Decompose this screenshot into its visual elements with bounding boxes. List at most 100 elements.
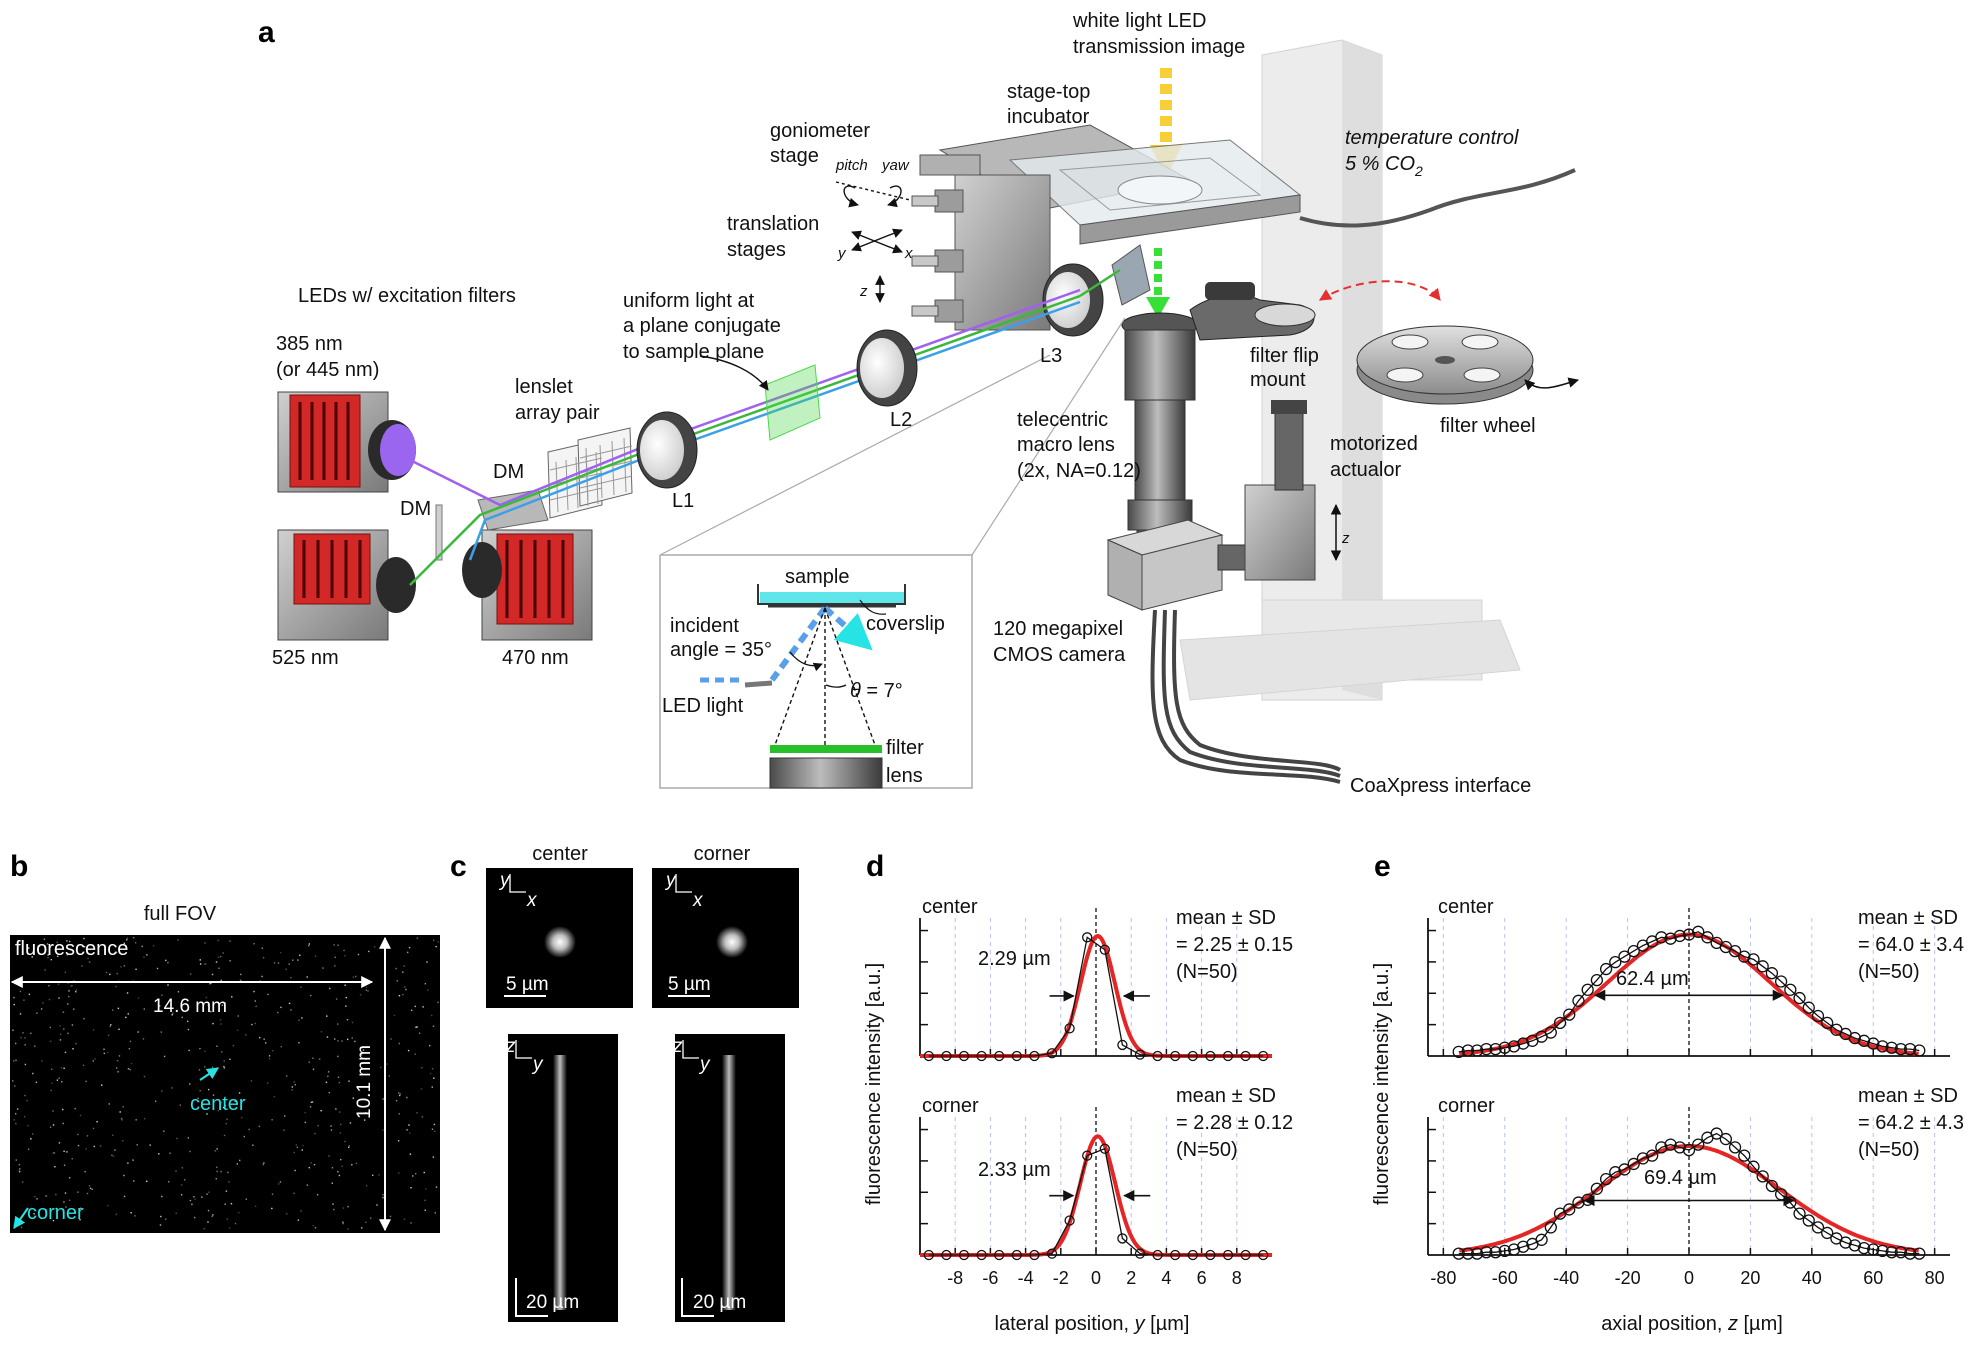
fov-speckle-dot	[187, 1020, 189, 1023]
fov-speckle-dot	[156, 967, 159, 970]
label-led470: 470 nm	[502, 647, 569, 669]
fov-speckle-dot	[122, 1140, 124, 1142]
fov-speckle-dot	[64, 1192, 67, 1194]
led-525	[277, 529, 416, 641]
fov-speckle-dot	[337, 1171, 339, 1173]
fov-speckle-dot	[193, 1195, 195, 1198]
fov-speckle-dot	[85, 1080, 87, 1083]
fov-speckle-dot	[116, 972, 118, 975]
e-center-plot	[1427, 908, 1950, 1059]
data-point	[1489, 1042, 1502, 1056]
fov-speckle-dot	[42, 1002, 44, 1004]
data-point	[994, 1050, 1005, 1062]
fov-speckle-dot	[41, 1060, 43, 1062]
fov-speckle-dot	[189, 1083, 191, 1085]
fov-speckle-dot	[74, 1107, 76, 1110]
fov-speckle-dot	[306, 976, 308, 978]
data-point	[1664, 932, 1677, 945]
fov-speckle-dot	[406, 951, 409, 954]
fov-speckle-dot	[245, 1034, 247, 1036]
data-point	[1618, 950, 1631, 963]
fov-speckle-dot	[318, 1058, 321, 1060]
fov-speckle-dot	[389, 1215, 392, 1218]
fov-speckle-dot	[136, 1144, 138, 1146]
fov-speckle-dot	[344, 1140, 346, 1143]
data-point	[1618, 1163, 1631, 1176]
data-point	[1627, 944, 1640, 958]
data-point	[1646, 1149, 1659, 1162]
label-incubator-1: stage-top	[1007, 81, 1090, 103]
fov-speckle-dot	[224, 1002, 226, 1004]
fov-speckle-dot	[75, 989, 78, 991]
data-point	[1099, 1143, 1110, 1154]
fov-speckle-dot	[352, 1097, 354, 1099]
fov-speckle-dot	[127, 1013, 129, 1015]
fov-speckle-dot	[393, 1014, 396, 1017]
fov-speckle-dot	[397, 1092, 400, 1094]
fov-speckle-dot	[107, 1205, 109, 1207]
data-point	[923, 1249, 934, 1261]
fov-speckle-dot	[215, 961, 218, 963]
fov-speckle-dot	[34, 1045, 36, 1047]
fov-speckle-dot	[347, 1146, 350, 1149]
led-385	[277, 391, 416, 493]
fov-speckle-dot	[218, 967, 220, 970]
fov-speckle-dot	[61, 1080, 63, 1083]
fov-speckle-dot	[15, 1122, 17, 1125]
fov-speckle-dot	[19, 990, 22, 993]
scale-bar-z-corner	[681, 1278, 714, 1317]
fov-speckle-dot	[224, 1104, 227, 1107]
fov-speckle-dot	[333, 1208, 335, 1211]
panel-d: d fluorescence intensity [a.u.] lateral …	[863, 850, 1293, 1335]
label-axis-z: z	[859, 283, 868, 300]
fov-speckle-dot	[367, 990, 369, 992]
fov-speckle-dot	[38, 945, 41, 947]
fov-speckle-dot	[429, 1072, 432, 1075]
fov-speckle-dot	[187, 1137, 190, 1139]
fov-speckle-dot	[416, 1026, 418, 1028]
data-point	[1673, 929, 1686, 943]
fov-speckle-dot	[280, 1006, 282, 1009]
fov-speckle-dot	[212, 1022, 214, 1025]
fov-speckle-dot	[179, 1104, 182, 1106]
fov-speckle-dot	[197, 1097, 199, 1100]
fov-speckle-dot	[79, 1114, 82, 1117]
fov-speckle-dot	[234, 1100, 236, 1102]
fov-speckle-dot	[398, 1172, 400, 1174]
label-actuator-2: actualor	[1330, 459, 1401, 481]
data-point	[1461, 1247, 1475, 1260]
fov-speckle-dot	[271, 1049, 274, 1052]
fov-speckle-dot	[251, 1023, 253, 1026]
fov-speckle-dot	[132, 1159, 134, 1161]
fov-speckle-dot	[20, 1226, 23, 1229]
fov-speckle-dot	[54, 1166, 56, 1168]
fov-speckle-dot	[28, 947, 30, 949]
fov-speckle-dot	[302, 1144, 304, 1147]
data-point	[1240, 1050, 1251, 1062]
fov-speckle-dot	[234, 1222, 237, 1225]
fov-corner-label: corner	[27, 1202, 84, 1224]
data-point	[976, 1249, 987, 1261]
data-point	[1590, 1182, 1604, 1195]
fov-speckle-dot	[125, 1016, 127, 1019]
fov-speckle-dot	[128, 1047, 131, 1050]
fov-speckle-dot	[310, 1162, 312, 1164]
stage-top-incubator	[938, 124, 1302, 245]
fov-speckle-dot	[238, 1092, 241, 1094]
fov-speckle-dot	[169, 1152, 171, 1154]
label-temperature-1: temperature control	[1345, 127, 1519, 149]
data-point	[1544, 1221, 1557, 1234]
fov-speckle-dot	[261, 947, 264, 949]
fov-speckle-dot	[123, 965, 126, 967]
data-point	[1802, 1001, 1815, 1014]
d-corner-fwhm: 2.33 µm	[978, 1159, 1051, 1181]
e-corner-fwhm: 69.4 µm	[1644, 1167, 1717, 1189]
e-x-tick-label: -80	[1430, 1268, 1456, 1288]
label-coaxpress: CoaXpress interface	[1350, 775, 1531, 797]
fov-speckle-dot	[129, 1040, 132, 1043]
fov-speckle-dot	[134, 1215, 136, 1217]
fov-speckle-dot	[171, 1014, 173, 1016]
fov-speckle-dot	[189, 1199, 192, 1202]
fov-speckle-dot	[337, 1040, 339, 1042]
fov-speckle-dot	[286, 1213, 288, 1215]
